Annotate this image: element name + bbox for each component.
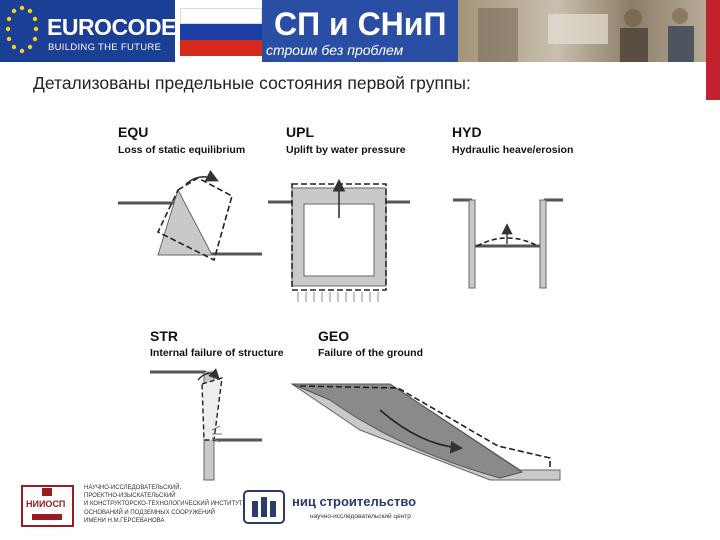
upl-code: UPL [286,124,314,140]
hyd-diagram [453,198,563,289]
nic-building-icon [243,490,285,524]
niisp-line: НАУЧНО-ИССЛЕДОВАТЕЛЬСКИЙ, [84,485,182,491]
hyd-label: Hydraulic heave/erosion [452,144,574,156]
hyd-code: HYD [452,124,482,140]
nic-subtitle: научно-исследовательский центр [310,513,411,520]
niisp-line: ПРОЕКТНО-ИЗЫСКАТЕЛЬСКИЙ [84,493,176,500]
niisp-line: ОСНОВАНИЙ И ПОДЗЕМНЫХ СООРУЖЕНИЙ [84,509,215,516]
niisp-line: ИМЕНИ Н.М.ГЕРСЕВАНОВА [84,517,165,524]
header-photo [458,0,706,62]
header-banner: EUROCODES BUILDING THE FUTURE СП и СНиП … [0,0,720,66]
geo-diagram [290,383,561,481]
niisp-description: НАУЧНО-ИССЛЕДОВАТЕЛЬСКИЙ, ПРОЕКТНО-ИЗЫСК… [84,484,243,525]
snip-slogan: строим без проблем [266,42,404,58]
geo-code: GEO [318,328,350,344]
snip-logo: СП и СНиП строим без проблем [262,0,458,62]
str-code: STR [150,328,178,344]
equ-diagram [118,169,262,262]
eurocodes-logo: EUROCODES BUILDING THE FUTURE [0,0,191,62]
snip-title: СП и СНиП [274,6,447,42]
nic-name: ниц строительство [292,494,417,509]
page-title: Детализованы предельные состояния первой… [33,73,471,93]
niisp-line: И КОНСТРУКТОРСКО-ТЕХНОЛОГИЧЕСКИЙ ИНСТИТУ… [84,501,243,508]
upl-label: Uplift by water pressure [286,144,406,156]
eurocodes-title: EUROCODES [47,14,191,40]
workers-photo-image [478,8,694,62]
str-label: Internal failure of structure [150,347,284,359]
niisp-logo: НИИОСП [20,484,75,528]
equ-label: Loss of static equilibrium [118,144,246,156]
niisp-logo-text: НИИОСП [26,499,66,509]
geo-label: Failure of the ground [318,347,423,359]
russian-flag-icon [180,8,262,56]
accent-bar [706,0,720,100]
equ-code: EQU [118,124,149,140]
eu-stars-icon [5,5,39,54]
upl-diagram [268,178,410,302]
eurocodes-subtitle: BUILDING THE FUTURE [48,42,162,53]
str-diagram [150,368,262,481]
